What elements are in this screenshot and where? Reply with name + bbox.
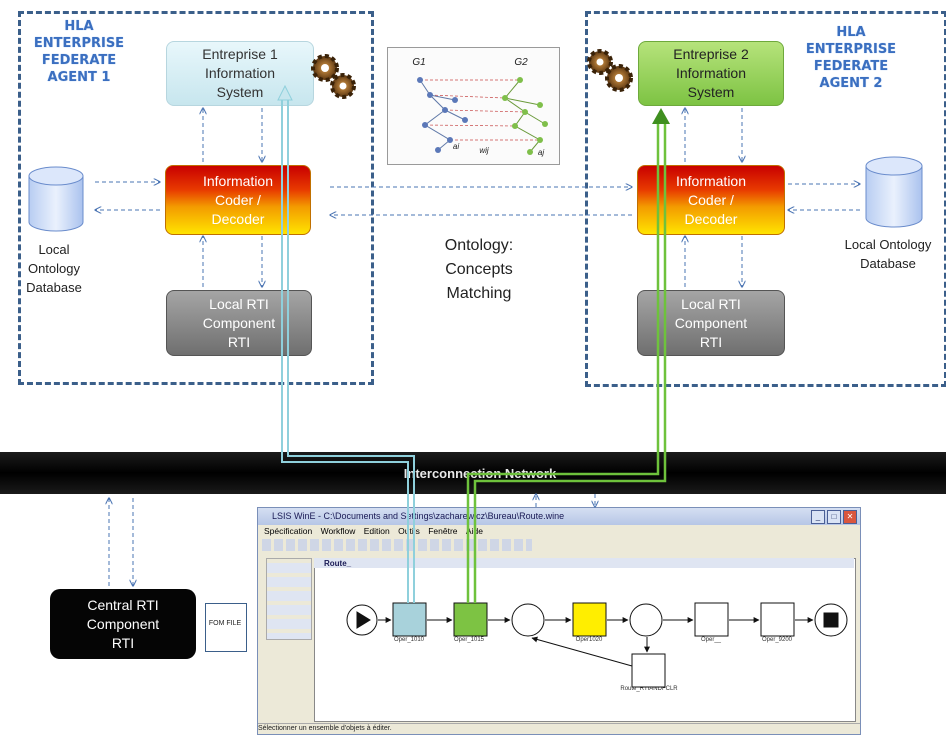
node-label-9200: Oper_9200 (761, 637, 793, 643)
tool-palette (266, 558, 312, 640)
node-label-1015: Oper_1015 (453, 637, 485, 643)
graph-label-wij: wij (479, 146, 489, 155)
agent2-gears-icon (587, 49, 633, 92)
central-rti: Central RTI Component RTI (50, 589, 196, 659)
status-bar: Sélectionner un ensemble d'objets à édit… (258, 723, 860, 734)
agent2-database-icon (865, 156, 923, 228)
agent1-gears-icon (311, 54, 356, 99)
agent1-coder-decoder: Information Coder / Decoder (165, 165, 311, 235)
menu-specification[interactable]: Spécification (264, 526, 313, 536)
dashed-connectors (95, 108, 860, 586)
node-label-route: Route_RTIANDFCLR (620, 686, 678, 692)
agent2-frame (585, 11, 946, 387)
node-label-1020: Oper1020 (575, 637, 603, 643)
enterprise2-arrowhead (652, 108, 670, 124)
graph-label-ai: ai (452, 142, 460, 151)
menu-fenetre[interactable]: Fenêtre (428, 526, 458, 536)
agent2-local-rti: Local RTI Component RTI (637, 290, 785, 356)
workflow-canvas (314, 558, 856, 722)
ontology-graph-image (387, 47, 560, 165)
agent2-title: HLA ENTERPRISE FEDERATE AGENT 2 (805, 25, 897, 91)
menu-workflow[interactable]: Workflow (320, 526, 356, 536)
workflow-diagram (346, 602, 848, 688)
fom-file-label: FOM FILE (208, 620, 242, 627)
agent1-title: HLA ENTERPRISE FEDERATE AGENT 1 (33, 19, 125, 85)
agent2-coder-decoder: Information Coder / Decoder (637, 165, 785, 235)
node-label-1010: Oper_1010 (393, 637, 425, 643)
app-title: LSIS WinE - C:\Documents and Settings\za… (272, 511, 565, 521)
agent2-db-label: Local Ontology Database (844, 237, 932, 271)
agent2-information-system: Entreprise 2 Information System (638, 41, 784, 106)
graph-label-aj: aj (537, 148, 545, 157)
agent1-db-label: Local Ontology Database (26, 242, 82, 295)
agent1-frame (18, 11, 374, 385)
app-toolbar (262, 539, 532, 551)
node-label-oper: Oper__ (700, 637, 721, 643)
enterprise1-arrowhead (277, 84, 293, 101)
route-tab[interactable]: Route_ (324, 559, 352, 568)
graph-label-g1: G1 (412, 57, 426, 68)
graph-label-g2: G2 (514, 57, 528, 68)
enterprise2-link (466, 120, 667, 603)
ontology-label: Ontology: Concepts Matching (444, 237, 514, 302)
agent1-database-icon (28, 166, 84, 232)
minimize-button[interactable]: _ (811, 510, 825, 524)
ontology-graph-drawing (417, 77, 548, 155)
maximize-button[interactable]: □ (827, 510, 841, 524)
fom-file-icon (205, 603, 247, 652)
menu-edition[interactable]: Edition (363, 526, 390, 536)
canvas-tab-strip (314, 558, 854, 568)
close-button[interactable]: ✕ (843, 510, 857, 524)
enterprise1-link (281, 96, 415, 603)
